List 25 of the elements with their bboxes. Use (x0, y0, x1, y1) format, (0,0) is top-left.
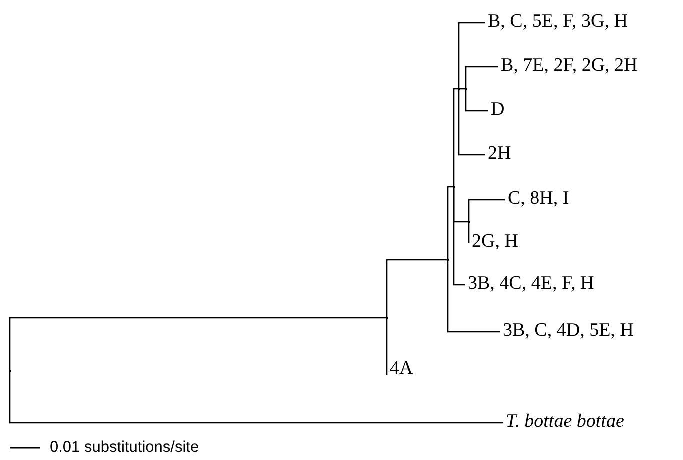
tree-branch (453, 88, 459, 187)
taxon-label: B, 7E, 2F, 2G, 2H (498, 55, 638, 77)
tree-branch (468, 222, 470, 244)
tree-branch (386, 259, 448, 318)
taxon-label: D (488, 99, 505, 121)
taxon-label: B, C, 5E, F, 3G, H (485, 11, 628, 33)
taxon-label: T. bottae bottae (503, 411, 624, 433)
tree-branch (458, 89, 485, 156)
taxon-label: 2G, H (469, 231, 518, 253)
tree-branch (465, 66, 498, 89)
tree-branch (447, 260, 500, 333)
taxon-label: 3B, C, 4D, 5E, H (500, 320, 634, 342)
taxon-label: 3B, 4C, 4E, F, H (465, 273, 594, 295)
tree-branch (468, 199, 505, 222)
taxon-label: C, 8H, I (505, 188, 570, 210)
tree-branch (386, 318, 388, 376)
tree-branch (9, 371, 503, 424)
taxon-label: 2H (485, 143, 512, 165)
tree-branch (447, 186, 454, 260)
taxon-label: 4A (387, 358, 414, 380)
tree-branch (9, 317, 387, 371)
tree-branch (453, 187, 465, 286)
tree-branch (458, 22, 485, 89)
tree-branch (465, 89, 488, 112)
scale-label: 0.01 substitutions/site (50, 439, 200, 457)
